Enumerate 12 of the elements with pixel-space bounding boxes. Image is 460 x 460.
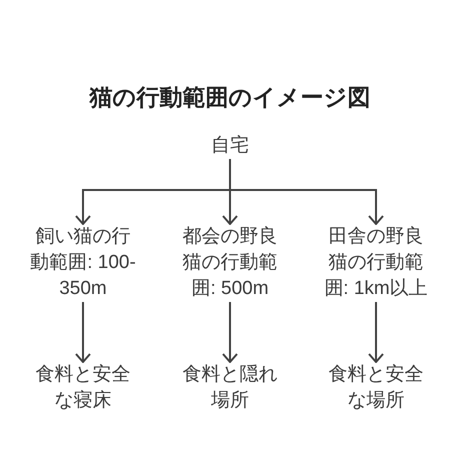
node-label: 食料と隠れ場所 xyxy=(174,362,286,414)
node-label: 自宅 xyxy=(211,133,249,159)
node-label: 食料と安全な場所 xyxy=(320,362,432,414)
node-label: 食料と安全な寝床 xyxy=(27,362,139,414)
connector-arrow xyxy=(229,159,384,225)
node-label: 飼い猫の行動範囲: 100-350m xyxy=(27,224,139,302)
connector-arrow xyxy=(222,302,238,363)
connector-arrow xyxy=(75,302,91,363)
diagram-title: 猫の行動範囲のイメージ図 xyxy=(88,83,372,112)
node-label: 田舎の野良猫の行動範囲: 1km以上 xyxy=(320,224,432,302)
connector-arrow xyxy=(368,302,384,363)
node-label: 都会の野良猫の行動範囲: 500m xyxy=(174,224,286,302)
